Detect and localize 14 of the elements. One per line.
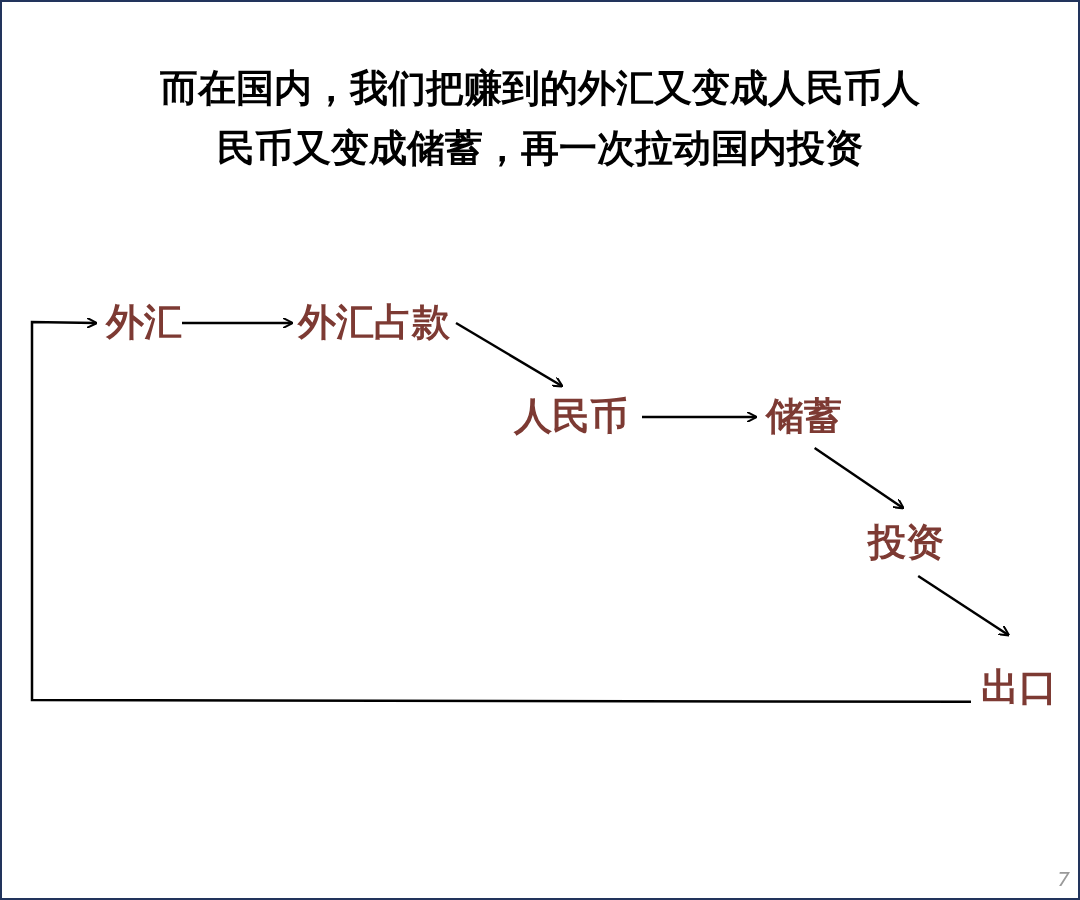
flow-term: 投资 xyxy=(868,520,944,566)
arrow xyxy=(30,316,971,704)
arrow xyxy=(917,574,1011,637)
flow-term: 出口 xyxy=(981,665,1057,711)
page-number: 7 xyxy=(1057,866,1070,893)
flow-term: 外汇 xyxy=(106,300,182,346)
arrow xyxy=(642,411,758,423)
arrow xyxy=(813,446,905,510)
slide-title: 而在国内，我们把赚到的外汇又变成人民币人民币又变成储蓄，再一次拉动国内投资 xyxy=(159,65,921,172)
arrow xyxy=(182,317,294,329)
flow-term: 储蓄 xyxy=(766,394,842,440)
arrow xyxy=(455,321,564,388)
flow-term: 外汇占款 xyxy=(298,300,450,346)
flow-term: 人民币 xyxy=(514,394,628,440)
